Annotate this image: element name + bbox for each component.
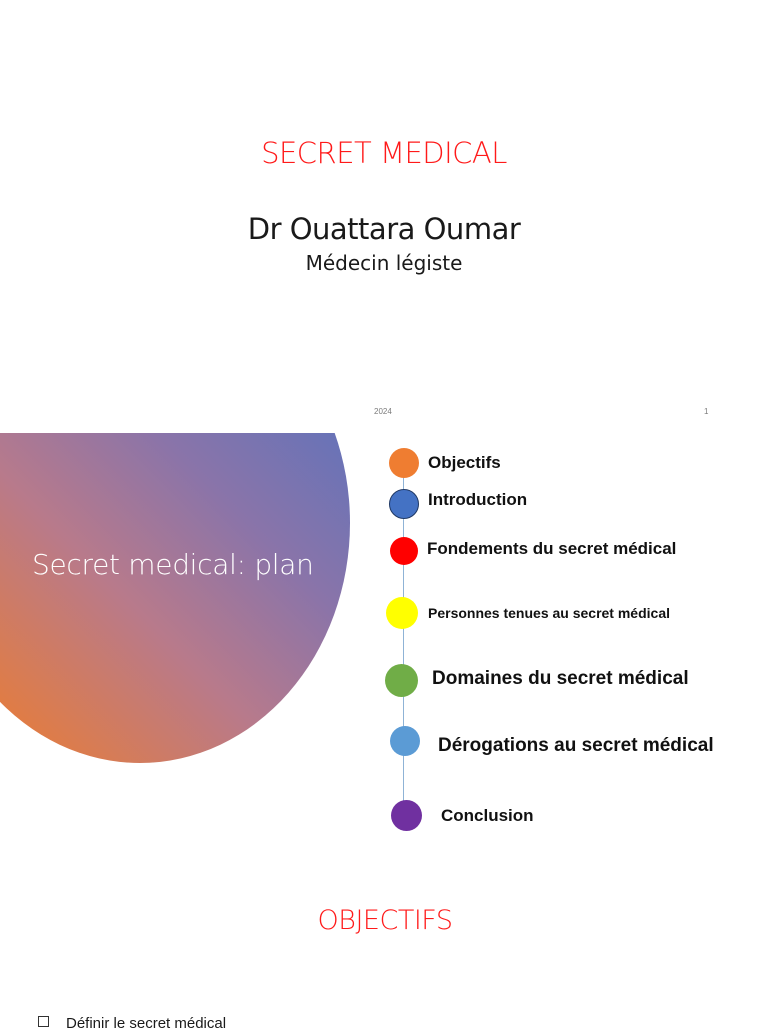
plan-heading: Secret medical: plan bbox=[32, 548, 314, 581]
timeline-dot-conclusion bbox=[391, 800, 422, 831]
plan-item-objectifs: Objectifs bbox=[428, 453, 501, 472]
timeline-line bbox=[403, 462, 404, 814]
gradient-circle-container bbox=[0, 433, 360, 773]
author-name: Dr Ouattara Oumar bbox=[247, 212, 521, 246]
timeline-dot-derogations bbox=[390, 726, 420, 756]
author-role: Médecin légiste bbox=[305, 251, 463, 275]
slide-year: 2024 bbox=[374, 407, 392, 416]
plan-item-fondements: Fondements du secret médical bbox=[427, 539, 677, 558]
gradient-circle bbox=[0, 433, 350, 763]
plan-item-domaines: Domaines du secret médical bbox=[432, 668, 689, 689]
timeline-dot-personnes bbox=[386, 597, 418, 629]
plan-item-derogations: Dérogations au secret médical bbox=[438, 735, 714, 756]
timeline-dot-fondements bbox=[390, 537, 418, 565]
timeline-dot-domaines bbox=[385, 664, 418, 697]
plan-item-personnes: Personnes tenues au secret médical bbox=[428, 605, 670, 621]
timeline-dot-objectifs bbox=[389, 448, 419, 478]
plan-item-introduction: Introduction bbox=[428, 490, 528, 509]
objectifs-title: OBJECTIFS bbox=[317, 905, 453, 936]
slide-title: SECRET MEDICAL bbox=[261, 136, 507, 170]
timeline-dot-introduction bbox=[389, 489, 419, 519]
slide-page-number: 1 bbox=[704, 407, 709, 416]
checkbox-bullet-icon bbox=[38, 1016, 49, 1027]
plan-item-conclusion: Conclusion bbox=[441, 806, 534, 825]
